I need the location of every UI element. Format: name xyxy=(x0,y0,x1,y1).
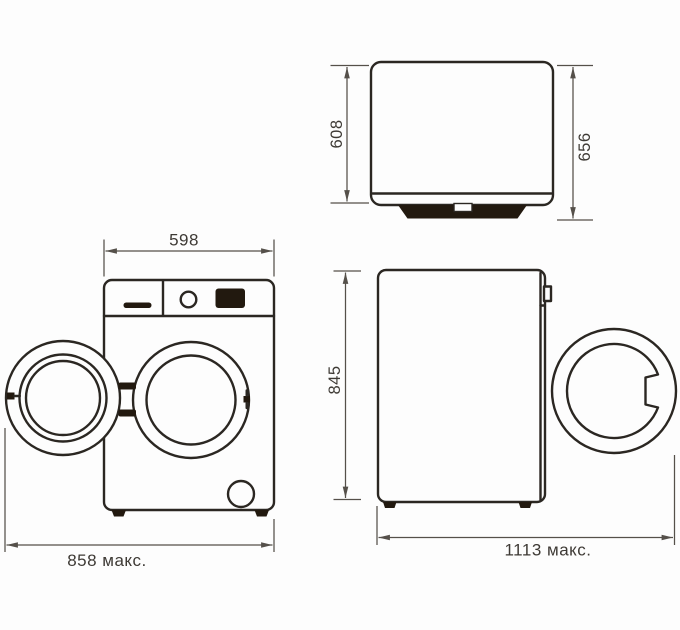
side-open-door-inner-with-grip-notch xyxy=(565,342,660,440)
side-view: 845 1113 макс. xyxy=(326,268,678,560)
open-door-glass-inner xyxy=(24,359,102,437)
door-handle xyxy=(7,392,15,400)
dimension-front-width: 598 xyxy=(103,231,275,277)
top-view-panel-notch xyxy=(453,202,473,213)
dimension-label-front-width: 598 xyxy=(169,231,199,250)
front-view: 598 858 макс. xyxy=(4,231,276,570)
dimension-front-width-door-open: 858 макс. xyxy=(4,428,275,570)
dimension-label-top-depth-total: 656 xyxy=(576,132,594,161)
open-door-rim xyxy=(4,339,122,457)
drum-opening-outer xyxy=(131,340,251,460)
dimension-side-depth-door-open: 1113 макс. xyxy=(376,455,676,560)
display-panel xyxy=(215,288,245,308)
side-foot-left xyxy=(383,502,397,508)
side-open-door-rim xyxy=(550,327,678,455)
detergent-drawer-handle xyxy=(123,302,152,308)
program-knob xyxy=(179,290,198,309)
door-latch xyxy=(243,396,250,403)
dimension-top-depth: 608 xyxy=(328,64,369,204)
side-foot-right xyxy=(518,502,532,508)
dimension-label-front-width-door-open: 858 макс. xyxy=(67,551,147,570)
filter-access-cap xyxy=(226,479,256,509)
dimension-label-side-depth-door-open: 1113 макс. xyxy=(504,541,591,560)
front-foot-right xyxy=(254,510,269,517)
side-view-body xyxy=(376,268,547,504)
front-foot-left xyxy=(111,510,126,517)
drum-opening-gasket xyxy=(145,354,237,446)
side-control-panel-nub xyxy=(542,285,553,303)
door-hinge-lower xyxy=(118,409,136,417)
dimension-label-side-height: 845 xyxy=(326,365,344,394)
open-door-glass-outer xyxy=(18,353,108,443)
dimension-side-height: 845 xyxy=(326,270,361,501)
dimension-top-depth-total: 656 xyxy=(557,64,594,221)
top-view: 608 656 xyxy=(328,60,594,221)
top-view-body xyxy=(369,60,555,207)
door-hinge-upper xyxy=(118,382,136,390)
dimension-label-top-depth: 608 xyxy=(328,119,346,148)
